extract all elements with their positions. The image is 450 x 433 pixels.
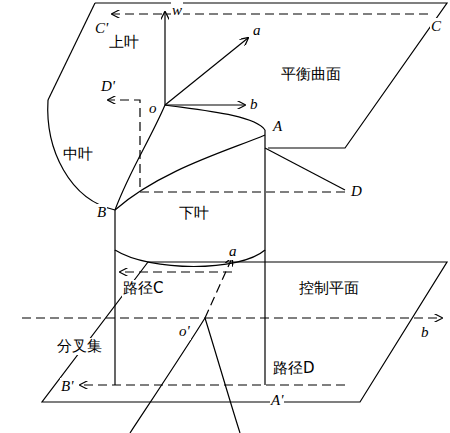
path-arrow [108,100,345,192]
point-label: C [430,18,442,35]
point-label: B' [60,378,74,395]
point-label: 分叉集 [56,338,103,355]
surface-edge [48,3,95,100]
point-label: o [148,100,158,117]
point-label: 中叶 [62,146,94,163]
point-label: 下叶 [178,205,210,222]
point-label: D [350,183,363,200]
point-label: D' [100,78,116,95]
point-label: B [96,204,107,221]
point-label: 控制平面 [298,280,360,297]
path-arrow [120,271,232,272]
point-label: 路径C [122,280,164,297]
point-label: A [272,118,283,135]
surface-edge [95,3,447,148]
leaf-edge [115,130,265,267]
point-label: 上叶 [108,34,140,51]
axis-arrow [205,258,232,318]
point-label: 路径D [272,360,316,377]
control-plane [42,262,447,402]
axis-arrow [165,38,248,105]
bifurcation-curve [205,318,240,433]
axis-arrow [164,12,165,105]
point-label: w [171,2,183,19]
leaf-edge [265,148,345,190]
point-label: o' [178,323,191,340]
point-label: C' [94,20,109,37]
point-label: a [228,243,238,260]
axis-arrow [165,104,245,105]
path-arrow [112,13,428,14]
bifurcation-curve [130,318,205,433]
axis-arrow [22,317,442,318]
leaf-edge [48,100,115,210]
point-label: 平衡曲面 [280,66,342,83]
point-label: a [252,22,262,39]
leaf-edge [115,135,265,210]
point-label: b [249,96,259,113]
point-label: b [420,324,430,341]
path-arrow [80,384,345,385]
point-label: A' [270,392,284,409]
